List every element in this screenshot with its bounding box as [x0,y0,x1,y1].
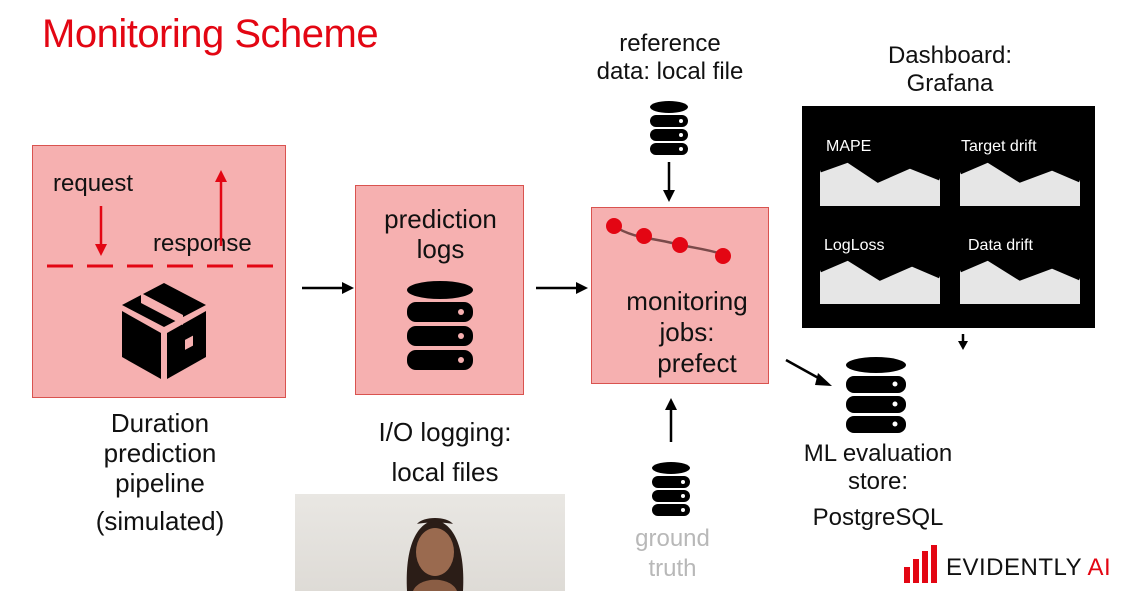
brand-name: EVIDENTLY [946,554,1082,581]
database-icon [846,357,906,433]
panel-data-drift-chart [960,258,1080,304]
database-icon [650,101,688,155]
dashboard-caption: Dashboard: Grafana [860,42,1040,98]
pipeline-caption-line2: prediction [103,438,217,468]
panel-mape-label: MAPE [826,138,872,155]
logs-caption-line2: local files [391,457,499,487]
brand-suffix: AI [1087,554,1112,581]
logs-caption: I/O logging: local files [350,412,540,492]
pipeline-caption-line3: pipeline [115,468,205,498]
pipeline-caption: Duration prediction pipeline (simulated) [60,408,260,536]
monitoring-line2: jobs: [659,317,715,347]
logs-caption-line1: I/O logging: [378,417,512,447]
response-label: response [153,230,252,257]
arrow-monitoring-to-store [785,358,832,386]
store-caption-line1: ML evaluation [803,440,953,467]
ground-truth-line1: ground [635,525,710,552]
request-response-arrows [47,170,277,268]
panel-logloss-chart [820,258,940,304]
database-icon [652,462,690,516]
prediction-logs-line1: prediction [384,204,497,234]
request-label: request [53,170,134,197]
panel-target-drift-label: Target drift [961,138,1037,155]
arrow-groundtruth-to-monitoring [665,398,677,442]
brand-wordmark: EVIDENTLY AI [946,554,1111,582]
monitoring-line3: prefect [657,348,737,378]
database-icon [407,281,473,370]
evidently-logo-icon [904,545,937,583]
presenter-figure [406,518,464,591]
reference-caption-line2: data: local file [596,58,744,85]
package-box-icon [122,283,206,379]
monitoring-line1: monitoring [626,286,748,316]
monitoring-trend-icon [606,218,731,264]
panel-target-drift-chart [960,160,1080,206]
reference-caption: reference data: local file [590,30,750,86]
pipeline-box: request response [32,145,286,398]
panel-data-drift-label: Data drift [968,237,1033,254]
presenter-video [295,494,565,591]
pipeline-caption-line1: Duration [110,408,210,438]
reference-caption-line1: reference [619,30,721,57]
prediction-logs-line2: logs [416,234,465,264]
prediction-logs-label: prediction logs [356,204,525,264]
arrow-pipeline-to-logs [302,282,354,294]
dashboard-caption-line2: Grafana [906,70,994,97]
arrow-dashboard-to-store [958,334,968,350]
ground-truth-line2: truth [648,555,697,582]
store-caption: ML evaluation store: PostgreSQL [790,440,966,532]
prediction-logs-box: prediction logs [355,185,524,395]
ground-truth-caption: ground truth [610,524,735,584]
panel-logloss-label: LogLoss [824,237,885,254]
store-caption-line3: PostgreSQL [812,504,944,531]
page-title: Monitoring Scheme [42,12,379,56]
monitoring-jobs-label: monitoring jobs: prefect [592,286,782,379]
store-caption-line2: store: [847,468,909,495]
dashboard-caption-line1: Dashboard: [887,42,1013,69]
monitoring-jobs-box: monitoring jobs: prefect [591,207,769,384]
arrow-reference-to-monitoring [663,162,675,202]
arrow-logs-to-monitoring [536,282,588,294]
panel-mape-chart [820,160,940,206]
grafana-dashboard: MAPE Target drift LogLoss Data drift [802,106,1095,328]
pipeline-caption-line4: (simulated) [95,506,225,536]
